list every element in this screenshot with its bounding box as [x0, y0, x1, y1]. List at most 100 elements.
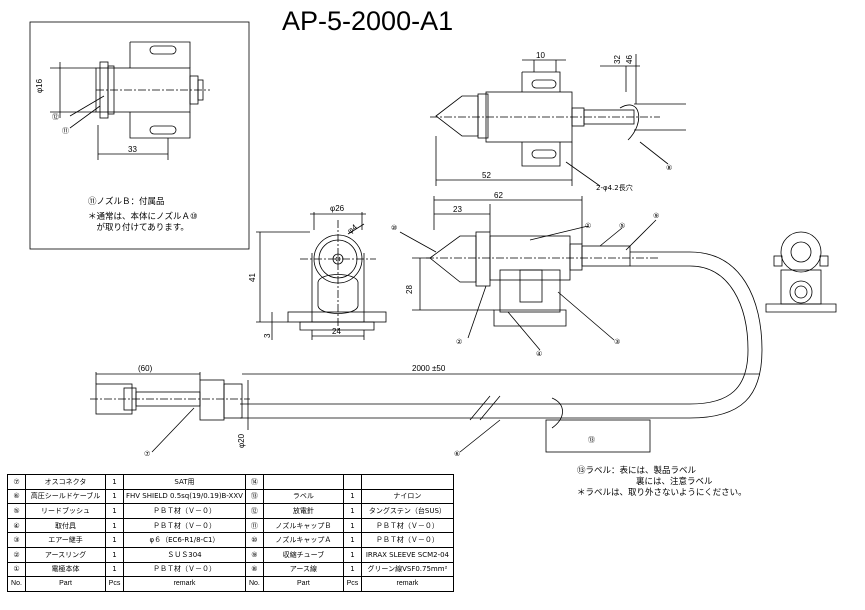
bom-cell-right-remark: IRRAX SLEEVE SCM2-04	[360, 546, 454, 563]
inset-nozzle-view	[50, 41, 210, 160]
dim-cable-2000: 2000 ±50	[412, 364, 446, 373]
bom-cell-right-part: ノズルキャップＢ	[262, 517, 344, 534]
bom-cell-left-pcs: 1	[105, 546, 124, 563]
bom-cell-left-remark: φ６（EC6-R1/8-C1）	[123, 532, 246, 548]
callout-3: ③	[614, 338, 620, 346]
end-view	[765, 231, 837, 313]
callout-6: ⑥	[454, 450, 460, 458]
bom-cell-left-pcs: 1	[105, 561, 124, 578]
dim-inset-phi16: φ16	[35, 78, 44, 93]
connector-view	[90, 372, 760, 453]
bom-cell-left-part: リードブッシュ	[25, 503, 106, 519]
inset-note-1: ⑪ノズルＢ：付属品	[88, 197, 165, 207]
dim-cable-phi20: φ20	[237, 433, 246, 448]
callout-11: ⑪	[62, 127, 69, 135]
top-view	[430, 54, 686, 187]
bom-cell-left-remark: ＳＵＳ304	[123, 546, 246, 563]
dim-cable-60: (60)	[138, 364, 153, 373]
label-note-1: ⑬ラベル：表には、製品ラベル	[577, 466, 697, 476]
callout-5: ⑤	[619, 222, 625, 230]
callout-8: ⑧	[666, 164, 672, 172]
dim-main-62: 62	[494, 191, 503, 200]
callout-1: ①	[585, 222, 591, 230]
callout-10: ⑩	[391, 224, 397, 232]
bom-header-remark: remark	[360, 576, 454, 592]
drawing-title: AP-5-2000-A1	[282, 6, 454, 36]
callout-9: ⑨	[653, 212, 659, 220]
bom-cell-right-remark: タングステン（台SUS）	[360, 503, 454, 519]
bom-cell-right-part: ノズルキャップＡ	[262, 532, 344, 548]
inset-frame	[29, 21, 250, 250]
callout-4: ④	[536, 350, 542, 358]
bom-cell-left-no: ⑥	[7, 488, 26, 505]
bom-cell-left-pcs: 1	[105, 517, 124, 534]
label-note-2: 裏には、注意ラベル	[636, 477, 713, 487]
bom-cell-right-part: 収縮チューブ	[262, 546, 344, 563]
bom-cell-right-no: ⑩	[244, 532, 264, 548]
bom-header-pcs: Pcs	[105, 576, 124, 592]
bom-cell-right-pcs: 1	[342, 561, 362, 578]
inset-note-2: ＊通常は、本体にノズルＡ⑩	[88, 212, 198, 222]
inset-note-3: が取り付けてあります。	[88, 223, 189, 233]
bom-cell-right-remark: ＰＢＴ材（Ｖ－０）	[360, 532, 454, 548]
dim-slot-note: 2-φ4.2長穴	[596, 183, 633, 192]
dim-side-24: 24	[332, 327, 341, 336]
bom-header-no: No.	[7, 576, 26, 592]
bom-cell-left-no: ⑤	[7, 503, 26, 519]
bom-cell-left-part: オスコネクタ	[25, 474, 106, 490]
bom-cell-left-remark: SAT用	[123, 474, 246, 490]
dim-top-52: 52	[482, 171, 491, 180]
bom-cell-right-remark: グリーン線VSF0.75mm²	[360, 561, 454, 578]
bom-cell-left-remark: ＰＢＴ材（Ｖ－０）	[123, 561, 246, 578]
bom-cell-left-part: 取付具	[25, 517, 106, 534]
bom-cell-right-no: ⑭	[244, 474, 264, 490]
bom-cell-left-part: 電極本体	[25, 561, 106, 578]
dim-main-28: 28	[405, 285, 414, 294]
cable-loop	[240, 251, 763, 453]
dim-side-phi26: φ26	[330, 204, 345, 213]
main-view	[399, 196, 660, 351]
dim-top-46: 46	[625, 55, 634, 64]
bom-cell-right-no: ⑧	[244, 561, 264, 578]
bom-header-part: Part	[262, 576, 344, 592]
callout-2: ②	[456, 338, 462, 346]
bom-header-part: Part	[25, 576, 106, 592]
bom-cell-left-remark: ＰＢＴ材（Ｖ－０）	[123, 503, 246, 519]
bom-cell-left-no: ④	[7, 517, 26, 534]
bom-cell-right-pcs: 1	[342, 517, 362, 534]
bom-cell-left-part: 高圧シールドケーブル	[25, 488, 106, 505]
bom-cell-right-pcs: 1	[342, 532, 362, 548]
bom-cell-left-pcs: 1	[105, 503, 124, 519]
bom-cell-right-no: ⑪	[244, 517, 264, 534]
callout-13: ⑬	[588, 436, 595, 444]
bom-cell-right-pcs: 1	[342, 503, 362, 519]
callout-7: ⑦	[144, 450, 150, 458]
bom-cell-left-remark: ＰＢＴ材（Ｖ－０）	[123, 517, 246, 534]
bom-cell-left-no: ①	[7, 561, 26, 578]
dim-main-23: 23	[453, 205, 462, 214]
bom-cell-right-remark: ナイロン	[360, 488, 454, 505]
dim-inset-33: 33	[128, 145, 137, 154]
bom-cell-right-pcs	[342, 474, 362, 490]
bom-header-pcs: Pcs	[342, 576, 362, 592]
bom-cell-right-part: アース線	[262, 561, 344, 578]
label-note-3: ＊ラベルは、取り外さないようにください。	[577, 488, 747, 498]
bom-cell-right-no: ⑬	[244, 488, 264, 505]
bom-header-remark: remark	[123, 576, 246, 592]
bom-cell-right-pcs: 1	[342, 546, 362, 563]
bom-cell-left-part: エアー継手	[25, 532, 106, 548]
side-view	[256, 212, 387, 340]
bom-cell-right-part: ラベル	[262, 488, 344, 505]
bom-cell-right-remark	[360, 474, 454, 490]
bom-cell-right-pcs: 1	[342, 488, 362, 505]
bom-cell-right-part	[262, 474, 344, 490]
